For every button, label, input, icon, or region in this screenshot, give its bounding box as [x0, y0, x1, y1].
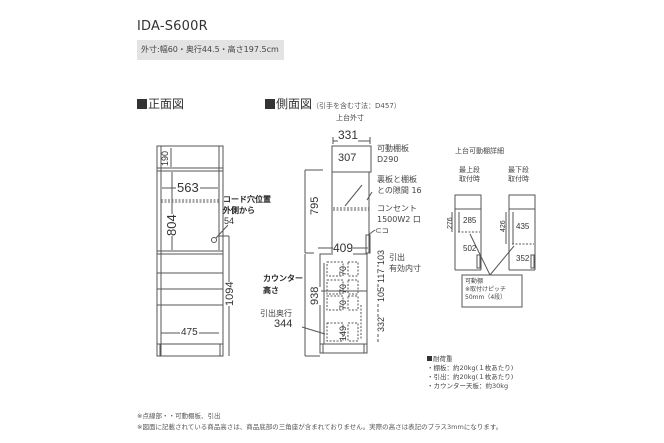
- front-view-heading: 正面図: [137, 95, 184, 112]
- dim-top-height: 190: [160, 150, 170, 166]
- dim-upper-height: 804: [164, 214, 179, 236]
- drawer-height-2: 70: [338, 283, 348, 294]
- dim-counter-height: 938: [309, 286, 321, 305]
- drawer-outer-height-4: 332: [376, 316, 386, 332]
- drawer-height-4: 149: [338, 325, 348, 341]
- drawer-outer-height-2: 117: [376, 268, 386, 283]
- load-item-counter: ・カウンター天板：約30kg: [427, 382, 509, 390]
- square-bullet-icon: [427, 356, 432, 361]
- drawer-outer-height-3: 105: [376, 286, 386, 302]
- plug-icon: ⊂⊐: [375, 226, 389, 235]
- top-position-label-line1: 最上段: [459, 166, 480, 174]
- movable-shelf-depth: D290: [377, 155, 399, 164]
- right-outer-dim: 426: [500, 220, 507, 232]
- load-item-drawer: ・引出：約20kg(１枚あたり): [427, 373, 514, 381]
- right-upper-dim: 435: [516, 222, 530, 231]
- drawer-height-3: 70: [338, 299, 348, 310]
- callout-line2: ※取付けピッチ: [465, 286, 507, 293]
- dim-shelf-depth: 307: [338, 152, 357, 164]
- left-upper-dim: 285: [463, 216, 477, 225]
- load-capacity: 耐荷重 ・棚板：約20kg(１枚あたり) ・引出：約20kg(１枚あたり) ・カ…: [427, 355, 513, 391]
- bottom-position-label-line1: 最下段: [508, 166, 529, 174]
- spec-box: [137, 40, 284, 60]
- dim-inner-width: 563: [176, 180, 200, 195]
- load-title-text: 耐荷重: [433, 355, 453, 363]
- gap-label-line1: 裏板と棚板: [377, 175, 417, 184]
- callout-line1: 可動棚: [465, 278, 484, 285]
- counter-height-label-line1: カウンター: [263, 274, 303, 283]
- cord-hole-label-line2: 外側から: [223, 206, 255, 215]
- front-view-title: 正面図: [148, 97, 185, 111]
- drawer-depth-label: 引出奥行: [260, 309, 292, 318]
- note-dashed-lines: ※点線部・・可動棚板、引出: [137, 412, 221, 420]
- dim-upper-height-side: 795: [309, 196, 321, 215]
- counter-height-label-line2: 高さ: [263, 286, 279, 295]
- outlet-label-line2: 1500W2 口: [377, 215, 421, 224]
- load-capacity-title: 耐荷重: [427, 355, 513, 364]
- dim-drawer-depth: 344: [274, 318, 293, 330]
- bottom-position-label: 最下段 取付時: [508, 166, 529, 184]
- outlet-label-line1: コンセント: [377, 204, 417, 213]
- drawer-inner-label-line1: 引出: [389, 253, 405, 262]
- drawer-inner-label-line2: 有効内寸: [389, 264, 421, 273]
- square-bullet-icon: [265, 99, 275, 109]
- movable-shelf-label: 可動棚板: [377, 144, 409, 153]
- bottom-position-label-line2: 取付時: [508, 175, 529, 183]
- shelf-pitch-callout: 可動棚 ※取付けピッチ 50mm（4段）: [465, 278, 506, 302]
- spec-text: 外寸:幅60・奥行44.5・高さ197.5cm: [141, 45, 279, 54]
- left-lower-dim: 502: [463, 244, 477, 253]
- model-title: IDA-S600R: [137, 19, 208, 34]
- square-bullet-icon: [137, 99, 147, 109]
- cord-hole-label-line1: コード穴位置: [223, 195, 271, 204]
- gap-label-line2: との隙間 16: [377, 186, 422, 195]
- load-item-shelf: ・棚板：約20kg(１枚あたり): [427, 364, 514, 372]
- dim-counter-depth: 409: [333, 241, 354, 255]
- drawer-height-1: 70: [338, 265, 348, 276]
- side-view-subtitle: （引手を含む寸法：D457）: [312, 102, 401, 110]
- upper-detail-title: 上台可動棚詳細: [455, 147, 504, 155]
- dim-total-lower-height: 1094: [224, 281, 236, 306]
- callout-line3: 50mm（4段）: [465, 294, 507, 301]
- top-position-label: 最上段 取付時: [459, 166, 480, 184]
- side-view-heading: 側面図（引手を含む寸法：D457）: [265, 95, 401, 112]
- left-outer-dim: 276: [447, 217, 454, 229]
- upper-outer-label: 上台外寸: [336, 114, 364, 122]
- drawer-outer-height-1: 103: [376, 249, 386, 265]
- note-height-disclaimer: ※図面に記載されている商品高さは、商品底部の三角座が含まれておりません。実際の高…: [137, 423, 503, 431]
- dim-upper-outer-depth: 331: [338, 128, 359, 142]
- cord-hole-value: 54: [224, 216, 235, 226]
- top-position-label-line2: 取付時: [459, 175, 480, 183]
- dim-drawer-width: 475: [180, 327, 199, 338]
- cord-hole-label: コード穴位置 外側から: [223, 194, 271, 216]
- side-view-title: 側面図: [276, 97, 313, 111]
- right-lower-dim: 352: [516, 254, 530, 263]
